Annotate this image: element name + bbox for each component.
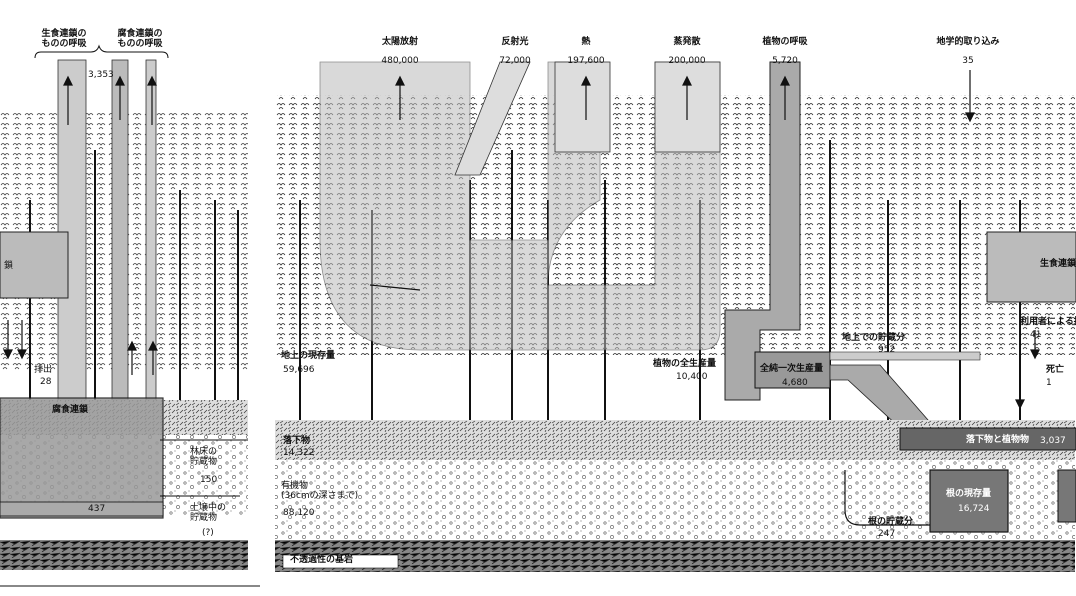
aboveground-storage-label: 地上での貯蔵分 (842, 333, 906, 343)
aboveground-standing-value: 59,696 (283, 365, 315, 375)
heat-label: 熱 (581, 37, 591, 47)
gross-production-value: 10,400 (676, 372, 708, 382)
forest-floor-storage-label: 林床の 貯蔵物 (190, 447, 218, 467)
death-label: 死亡 (1046, 365, 1065, 375)
left-panel (0, 0, 260, 587)
solar-radiation-value: 480,000 (381, 56, 419, 66)
herbivore-chain-label: 生食連鎖 (1040, 259, 1076, 269)
decomposer-box-label: 腐食連鎖 (52, 405, 89, 415)
reflected-light-value: 72,000 (499, 56, 531, 66)
producer-chain-respiration-label: 生食連鎖の ものの呼吸 (41, 29, 87, 49)
organic-matter-value: 88,120 (283, 508, 315, 518)
right-panel (272, 30, 1076, 575)
litter-value: 14,322 (283, 448, 315, 458)
respiration-value: 3,353 (88, 70, 114, 80)
soil-storage-label: 土壌中の 貯蔵物 (190, 503, 227, 523)
geological-input-value: 35 (962, 56, 974, 66)
heat-value: 197,600 (567, 56, 605, 66)
soil-storage-value: (?) (202, 528, 214, 538)
evapotranspiration-label: 蒸発散 (673, 37, 701, 47)
bottom-left-value: 437 (88, 504, 106, 514)
forest-floor-storage-value: 150 (200, 475, 218, 485)
litter-decomposition-label: 落下物と植物物 (966, 435, 1030, 445)
root-standing-label: 根の現存量 (946, 489, 992, 499)
left-edge-fragment: 鎖 (4, 261, 14, 271)
organic-matter-label: 有機物 (36cmの深さまで) (281, 481, 359, 501)
reflected-light-label: 反射光 (501, 37, 529, 47)
litter-label: 落下物 (283, 436, 311, 446)
geological-input-label: 地学的取り込み (936, 37, 1000, 47)
gross-production-label: 植物の全生産量 (653, 359, 717, 369)
evapotranspiration-value: 200,000 (668, 56, 706, 66)
aboveground-storage-value: 952 (878, 345, 896, 355)
net-primary-production-value: 4,680 (782, 378, 808, 388)
plant-respiration-value: 5,720 (772, 56, 798, 66)
excretion-value: 28 (40, 377, 52, 387)
root-standing-value: 16,724 (958, 504, 990, 514)
excretion-label: 排出 (34, 365, 53, 375)
decomposer-chain-respiration-label: 腐食連鎖の ものの呼吸 (117, 29, 163, 49)
impermeable-bedrock-label: 不透過性の基岩 (290, 555, 354, 565)
death-value: 1 (1046, 378, 1052, 388)
root-storage-label: 根の貯蔵分 (868, 517, 914, 527)
litter-decomposition-value: 3,037 (1040, 436, 1066, 446)
net-primary-production-label: 全純一次生産量 (760, 364, 824, 374)
consumption-value: 41 (1030, 330, 1042, 340)
solar-radiation-label: 太陽放射 (381, 37, 419, 47)
consumption-label: 利用者による摂取 (1020, 317, 1076, 327)
plant-respiration-label: 植物の呼吸 (762, 37, 808, 47)
root-storage-value: 247 (878, 529, 896, 539)
aboveground-standing-label: 地上の現存量 (281, 351, 336, 361)
